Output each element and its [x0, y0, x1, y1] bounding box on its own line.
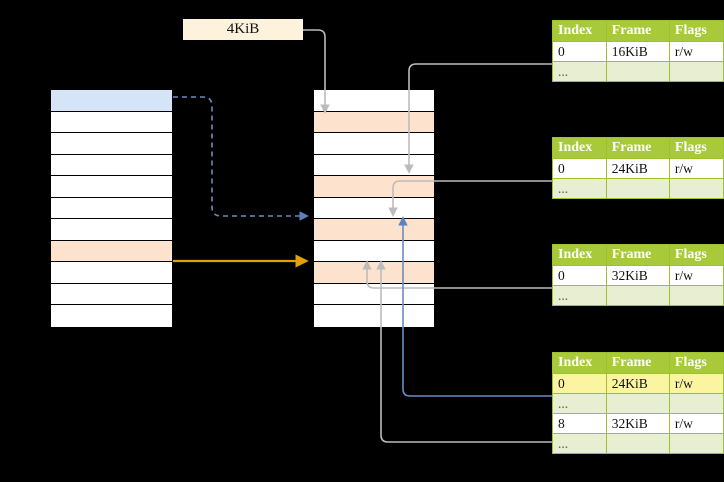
physical-frame-row [314, 262, 434, 284]
cell-flags: r/w [668, 158, 724, 179]
physical-frame-row [314, 154, 434, 177]
cell-index: ... [552, 61, 607, 82]
cell-index: ... [552, 178, 607, 199]
cell-frame: 16KiB [605, 41, 670, 62]
physical-frame-row [314, 240, 434, 263]
cell-flags [668, 393, 724, 414]
table-row[interactable]: ... [552, 61, 724, 82]
cell-frame [605, 285, 670, 306]
cell-flags: r/w [668, 373, 724, 394]
column-header-frame: Frame [605, 244, 670, 266]
cell-index: 8 [552, 413, 607, 434]
cell-index: ... [552, 393, 607, 414]
column-header-flags: Flags [668, 20, 724, 42]
cell-index: ... [552, 285, 607, 306]
physical-frame-row [314, 111, 434, 134]
cell-frame [605, 61, 670, 82]
cell-flags: r/w [668, 41, 724, 62]
column-header-index: Index [552, 244, 607, 266]
virtual-page-row [51, 305, 172, 327]
cell-index: 0 [552, 373, 607, 394]
physical-frame-row [314, 133, 434, 155]
virtual-page-row [51, 111, 172, 134]
cell-frame: 24KiB [605, 158, 670, 179]
column-header-frame: Frame [605, 20, 670, 42]
column-header-flags: Flags [668, 137, 724, 159]
cell-frame: 32KiB [605, 265, 670, 286]
physical-frame-row [314, 176, 434, 198]
virtual-page-row [51, 283, 172, 306]
physical-frame-row [314, 305, 434, 327]
virtual-page-row [51, 90, 172, 112]
cell-frame [605, 178, 670, 199]
physical-frame-row [314, 283, 434, 306]
physical-frame-row [314, 219, 434, 241]
cell-flags [668, 433, 724, 454]
physical-frame-row [314, 197, 434, 220]
virtual-page-row [51, 197, 172, 220]
table-row[interactable]: ... [552, 178, 724, 199]
column-header-frame: Frame [605, 352, 670, 374]
cell-index: ... [552, 433, 607, 454]
virtual-page-row [51, 262, 172, 284]
cell-index: 0 [552, 41, 607, 62]
column-header-flags: Flags [668, 244, 724, 266]
column-header-index: Index [552, 352, 607, 374]
column-header-index: Index [552, 137, 607, 159]
cell-flags: r/w [668, 413, 724, 434]
cell-flags [668, 61, 724, 82]
virtual-address-space-column [50, 89, 173, 328]
table-row[interactable]: ... [552, 393, 724, 414]
cell-flags [668, 285, 724, 306]
physical-frame-row [314, 90, 434, 112]
virtual-page-row [51, 133, 172, 155]
cell-frame: 24KiB [605, 373, 670, 394]
cell-flags [668, 178, 724, 199]
column-header-flags: Flags [668, 352, 724, 374]
cell-frame: 32KiB [605, 413, 670, 434]
cell-frame [605, 433, 670, 454]
column-header-index: Index [552, 20, 607, 42]
wire-virtual-page-to-frame [173, 96, 309, 221]
virtual-page-row [51, 219, 172, 241]
cell-index: 0 [552, 158, 607, 179]
physical-memory-column [313, 89, 435, 328]
column-header-frame: Frame [605, 137, 670, 159]
virtual-page-row [51, 154, 172, 177]
size-label-4kib: 4KiB [183, 19, 303, 40]
cell-flags: r/w [668, 265, 724, 286]
cell-index: 0 [552, 265, 607, 286]
table-row[interactable]: ... [552, 285, 724, 306]
virtual-page-row [51, 240, 172, 263]
virtual-page-row [51, 176, 172, 198]
table-row[interactable]: ... [552, 433, 724, 454]
cell-frame [605, 393, 670, 414]
